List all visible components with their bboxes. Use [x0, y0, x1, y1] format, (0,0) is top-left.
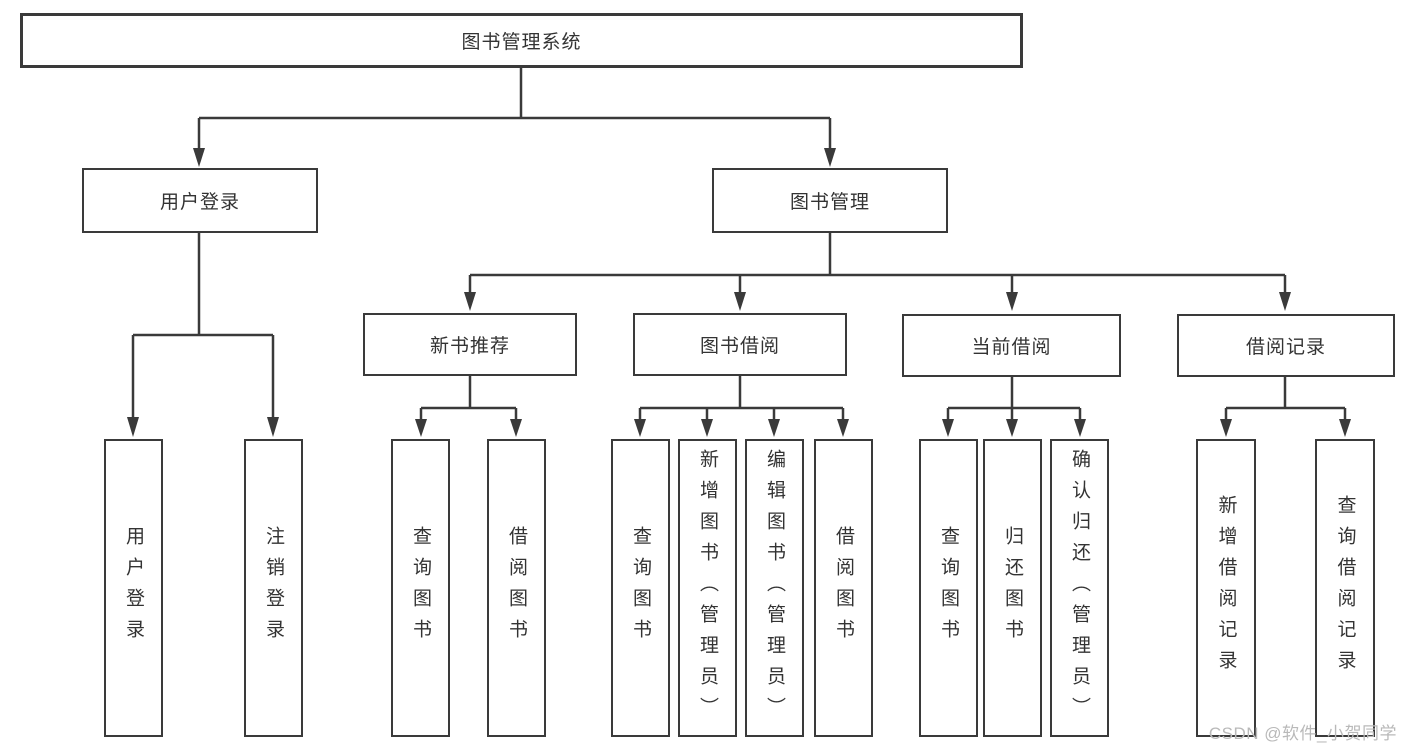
node-root-label: 图书管理系统	[461, 32, 582, 53]
connector-user-login-children	[127, 233, 279, 437]
leaf-query-books-current: 查询图书	[919, 439, 978, 737]
leaf-query-books-recommend-label: 查询图书	[410, 526, 431, 650]
watermark: CSDN @软件_小贺同学	[1208, 724, 1397, 743]
arrowhead	[193, 148, 205, 167]
arrowhead	[127, 417, 139, 437]
leaf-edit-books-admin-label: 编辑图书（管理员）	[764, 448, 785, 728]
leaf-logout: 注销登录	[244, 439, 303, 737]
arrowhead	[267, 417, 279, 437]
node-user-login-label: 用户登录	[159, 192, 240, 213]
leaf-logout-label: 注销登录	[263, 526, 284, 650]
arrowhead	[1279, 292, 1291, 311]
leaf-borrow-books-borrowing: 借阅图书	[814, 439, 873, 737]
leaf-user-login: 用户登录	[104, 439, 163, 737]
leaf-return-books-label: 归还图书	[1002, 526, 1023, 650]
leaf-confirm-return-admin: 确认归还（管理员）	[1050, 439, 1109, 737]
leaf-borrow-books-borrowing-label: 借阅图书	[833, 526, 854, 650]
arrowhead	[415, 419, 427, 437]
node-user-login: 用户登录	[82, 168, 318, 233]
connector-current-borrowing-children	[942, 377, 1086, 437]
leaf-query-borrow-record: 查询借阅记录	[1315, 439, 1375, 737]
connector-book-management-children	[464, 233, 1291, 311]
connector-new-book-recommend-children	[415, 376, 522, 437]
node-current-borrowing: 当前借阅	[902, 314, 1121, 377]
arrowhead	[734, 292, 746, 311]
node-current-borrowing-label: 当前借阅	[971, 337, 1052, 358]
arrowhead	[824, 148, 836, 167]
arrowhead	[837, 419, 849, 437]
node-book-management-label: 图书管理	[789, 192, 870, 213]
node-book-borrowing-label: 图书借阅	[699, 336, 780, 357]
leaf-return-books: 归还图书	[983, 439, 1042, 737]
node-new-book-recommend-label: 新书推荐	[429, 336, 510, 357]
leaf-query-books-borrowing: 查询图书	[611, 439, 670, 737]
leaf-user-login-label: 用户登录	[123, 526, 144, 650]
leaf-query-books-borrowing-label: 查询图书	[630, 526, 651, 650]
arrowhead	[1339, 419, 1351, 437]
connector-root-to-level2	[193, 68, 836, 167]
arrowhead	[464, 292, 476, 311]
node-book-management: 图书管理	[712, 168, 948, 233]
arrowhead	[942, 419, 954, 437]
arrowhead	[1074, 419, 1086, 437]
leaf-add-books-admin: 新增图书（管理员）	[678, 439, 737, 737]
leaf-add-borrow-record: 新增借阅记录	[1196, 439, 1256, 737]
node-borrowing-records-label: 借阅记录	[1245, 337, 1326, 358]
connector-borrowing-records-children	[1220, 377, 1351, 437]
connector-book-borrowing-children	[634, 376, 849, 437]
node-book-borrowing: 图书借阅	[633, 313, 847, 376]
leaf-edit-books-admin: 编辑图书（管理员）	[745, 439, 804, 737]
leaf-query-books-recommend: 查询图书	[391, 439, 450, 737]
node-root: 图书管理系统	[20, 13, 1023, 68]
arrowhead	[1220, 419, 1232, 437]
arrowhead	[701, 419, 713, 437]
leaf-confirm-return-admin-label: 确认归还（管理员）	[1069, 448, 1090, 728]
leaf-add-borrow-record-label: 新增借阅记录	[1215, 495, 1237, 681]
arrowhead	[510, 419, 522, 437]
leaf-borrow-books-recommend-label: 借阅图书	[506, 526, 527, 650]
leaf-add-books-admin-label: 新增图书（管理员）	[697, 448, 718, 728]
arrowhead	[1006, 419, 1018, 437]
leaf-query-books-current-label: 查询图书	[938, 526, 959, 650]
arrowhead	[1006, 292, 1018, 311]
node-new-book-recommend: 新书推荐	[363, 313, 577, 376]
leaf-query-borrow-record-label: 查询借阅记录	[1334, 495, 1356, 681]
arrowhead	[634, 419, 646, 437]
arrowhead	[768, 419, 780, 437]
node-borrowing-records: 借阅记录	[1177, 314, 1395, 377]
leaf-borrow-books-recommend: 借阅图书	[487, 439, 546, 737]
